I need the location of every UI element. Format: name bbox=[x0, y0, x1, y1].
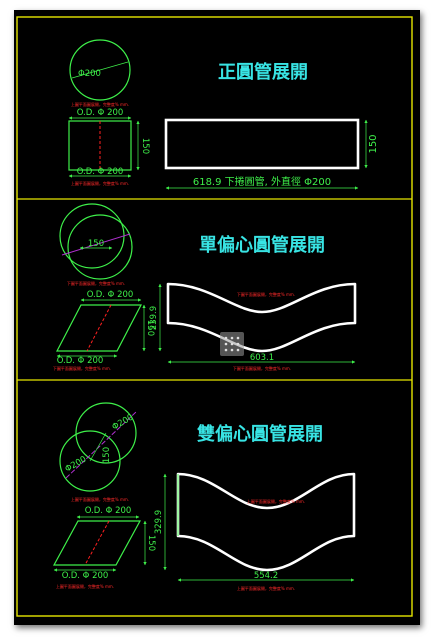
lower-diameter-label: Φ200 bbox=[64, 454, 89, 474]
section-note: 上圖平面圖展開，完整度% mm. bbox=[71, 101, 129, 107]
pattern-note: 下圖平面圖展開，完整度% mm. bbox=[237, 291, 295, 297]
lower-circle bbox=[59, 430, 121, 492]
unfold-length-label: 554.2 bbox=[254, 571, 278, 581]
section-note: 下圖平面圖展開，完整度% mm. bbox=[67, 280, 125, 286]
lower-circle bbox=[67, 214, 133, 280]
centerline bbox=[84, 520, 110, 566]
flat-pattern bbox=[164, 118, 360, 170]
bottom-od-label: O.D. Φ 200 bbox=[57, 356, 104, 366]
top-od-label: O.D. Φ 200 bbox=[85, 506, 132, 516]
side-height-label: 150 bbox=[140, 138, 150, 154]
diameter-line bbox=[71, 61, 129, 79]
bottom-od-label: O.D. Φ 200 bbox=[77, 167, 124, 177]
section-single-offset-pipe: 單偏心圓管展開 150 下圖平面圖展開，完整度% mm. O.D. Φ 200 … bbox=[53, 203, 357, 371]
center-connector bbox=[89, 432, 107, 462]
unfold-height-label: 329.9 bbox=[154, 510, 164, 534]
pattern-note: 上圖平面圖展開，完整度% mm. bbox=[247, 498, 305, 504]
section-note: 上圖平面圖展開，完整度% mm. bbox=[56, 583, 114, 589]
side-height-label: 150 bbox=[146, 535, 156, 551]
top-view-circle bbox=[69, 39, 131, 101]
dotted-grid-icon bbox=[220, 332, 244, 356]
top-od-label: O.D. Φ 200 bbox=[77, 108, 124, 118]
section-note: 上圖平面圖展開，完整度% mm. bbox=[71, 496, 129, 502]
upper-circle bbox=[75, 402, 137, 464]
unfold-height-label: 239.9 bbox=[149, 306, 159, 330]
section-note: 上圖平面圖展開，完整度% mm. bbox=[71, 180, 129, 186]
section-title: 單偏心圓管展開 bbox=[199, 234, 325, 256]
unfold-height-label: 150 bbox=[368, 134, 379, 153]
offset-label: 150 bbox=[102, 447, 112, 463]
side-view-parallelogram bbox=[52, 520, 142, 566]
side-view-parallelogram bbox=[56, 304, 142, 352]
upper-diameter-label: Φ200 bbox=[111, 412, 136, 432]
section-straight-pipe: 正圓管展開 Φ200 上圖平面圖展開，完整度% mm. O.D. Φ 200 1… bbox=[68, 39, 379, 190]
unfold-length-label: 618.9 下捲圓管, 外直徑 Φ200 bbox=[193, 175, 331, 188]
pattern-note: 下圖平面圖展開，完整度% mm. bbox=[233, 365, 291, 371]
sheet-border bbox=[16, 16, 413, 617]
top-od-label: O.D. Φ 200 bbox=[87, 290, 134, 300]
bottom-od-label: O.D. Φ 200 bbox=[62, 571, 109, 581]
section-note: 下圖平面圖展開，完整度% mm. bbox=[53, 365, 111, 371]
unfold-length-label: 603.1 bbox=[250, 353, 274, 363]
section-title: 雙偏心圓管展開 bbox=[197, 423, 323, 445]
section-double-offset-pipe: 雙偏心圓管展開 Φ200 Φ200 150 上圖平面圖展開，完整度% mm. O… bbox=[52, 402, 356, 591]
centerline bbox=[86, 304, 112, 352]
side-height-label: 150 bbox=[145, 320, 155, 336]
offset-line bbox=[65, 411, 137, 479]
flat-pattern bbox=[176, 472, 356, 572]
offset-label: 150 bbox=[88, 239, 104, 249]
section-title: 正圓管展開 bbox=[218, 61, 308, 83]
offset-line bbox=[61, 233, 131, 256]
diameter-label: Φ200 bbox=[78, 69, 101, 79]
pattern-note: 上圖平面圖展開，完整度% mm. bbox=[237, 585, 295, 591]
drawing-sheet: 正圓管展開 Φ200 上圖平面圖展開，完整度% mm. O.D. Φ 200 1… bbox=[14, 10, 420, 625]
